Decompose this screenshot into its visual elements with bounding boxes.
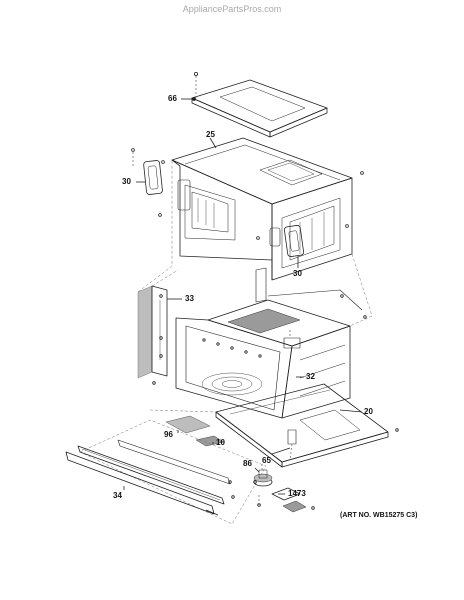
screw-icon[interactable]	[395, 428, 399, 432]
callout-96: 96	[164, 430, 173, 439]
kick-plate-tab	[205, 509, 219, 516]
art-number: (ART NO. WB15275 C3)	[340, 512, 418, 519]
callout-32: 32	[306, 372, 315, 381]
screw-icon[interactable]	[158, 213, 162, 217]
screw-icon[interactable]	[193, 72, 198, 77]
screw-icon[interactable]	[192, 97, 196, 101]
screw-icon[interactable]	[311, 506, 315, 510]
small-plate[interactable]	[195, 435, 225, 447]
callout-65: 65	[262, 456, 271, 465]
screw-icon[interactable]	[159, 294, 163, 298]
callout-30-right: 30	[293, 269, 302, 278]
screw-icon[interactable]	[159, 336, 163, 340]
kick-plate[interactable]	[65, 439, 231, 515]
callout-33: 33	[185, 294, 194, 303]
screw-icon[interactable]	[228, 480, 232, 484]
leveling-leg[interactable]	[287, 429, 297, 461]
callout-10: 10	[216, 438, 225, 447]
callout-34: 34	[113, 491, 122, 500]
bracket-plate[interactable]	[271, 487, 307, 513]
screw-icon[interactable]	[159, 354, 163, 358]
top-cover-panel[interactable]	[191, 79, 328, 138]
callout-66: 66	[168, 94, 177, 103]
screw-icon[interactable]	[231, 495, 235, 499]
screw-icon[interactable]	[363, 315, 367, 319]
leader-25	[209, 137, 217, 149]
side-trim[interactable]	[137, 285, 168, 379]
leader-20	[339, 409, 363, 413]
screw-icon[interactable]	[256, 236, 260, 240]
screw-icon[interactable]	[360, 171, 364, 175]
screw-icon[interactable]	[152, 381, 156, 385]
outer-wrapper-cabinet[interactable]	[171, 137, 353, 281]
glide-foot[interactable]	[253, 469, 273, 487]
leader-65	[271, 447, 291, 455]
callout-20: 20	[364, 407, 373, 416]
screw-icon[interactable]	[161, 160, 165, 164]
screw-icon[interactable]	[345, 224, 349, 228]
callout-1473: 1473	[288, 489, 306, 498]
watermark: AppliancePartsPros.com	[182, 4, 282, 14]
callout-25: 25	[206, 130, 215, 139]
insulation-pad[interactable]	[165, 415, 211, 434]
dashed-assembly-guide	[79, 160, 373, 525]
callout-30-left: 30	[122, 177, 131, 186]
gasket-right[interactable]	[269, 225, 305, 257]
bottom-tray[interactable]	[215, 383, 389, 468]
screw-icon[interactable]	[253, 480, 257, 484]
screw-icon[interactable]	[131, 148, 135, 152]
screw-icon[interactable]	[340, 294, 344, 298]
callout-86: 86	[243, 459, 252, 468]
gasket-left[interactable]	[143, 160, 163, 195]
leader-86	[254, 467, 260, 473]
oven-cavity[interactable]	[175, 267, 363, 419]
